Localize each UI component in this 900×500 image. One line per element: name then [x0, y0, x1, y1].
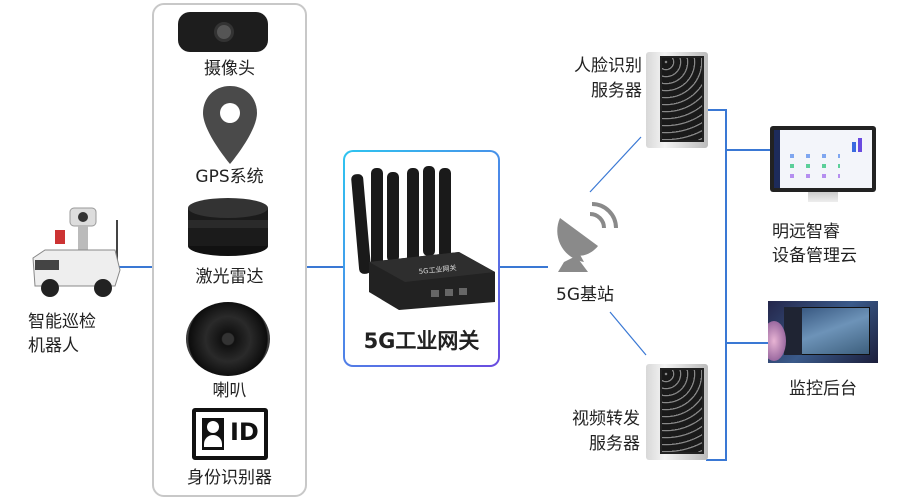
monitoring-label: 监控后台 [789, 379, 857, 399]
onboard-devices-panel [152, 3, 307, 497]
cloud-dashboard-monitor-image [770, 126, 876, 192]
video-server-label: 视频转发 服务器 [550, 407, 640, 457]
satellite-dish-icon [557, 202, 618, 272]
speaker-icon [186, 302, 270, 376]
inspection-robot-image [25, 200, 125, 300]
video-forwarding-server-image [646, 364, 708, 460]
device-label-speaker: 喇叭 [212, 381, 247, 401]
station-server2-line [609, 311, 647, 356]
device-label-lidar: 激光雷达 [195, 267, 264, 287]
id-card-icon: ID [192, 408, 268, 460]
gateway-device-image: 5G工业网关 [351, 166, 495, 310]
webcam-icon [178, 12, 268, 52]
face-server-label: 人脸识别 服务器 [552, 54, 642, 104]
gateway-title: 5G工业网关 [363, 329, 480, 353]
cloud-label: 明远智睿 设备管理云 [772, 220, 857, 268]
device-label-camera: 摄像头 [204, 59, 255, 79]
location-pin-icon [203, 86, 257, 164]
device-label-gps: GPS系统 [195, 167, 264, 187]
cloud-label-line2: 设备管理云 [772, 246, 857, 266]
video-server-label-line1: 视频转发 [572, 409, 640, 429]
cloud-label-line1: 明远智睿 [772, 222, 840, 242]
video-server-label-line2: 服务器 [589, 434, 640, 454]
gateway-device-print: 5G工业网关 [418, 263, 457, 276]
monitoring-backend-screenshot [768, 301, 878, 363]
station-server1-line [589, 136, 642, 193]
face-server-label-line1: 人脸识别 [574, 56, 642, 76]
robot-label-line1: 智能巡检 [28, 312, 96, 332]
device-label-id-reader: 身份识别器 [187, 468, 272, 488]
monitor-stand [808, 192, 838, 202]
lidar-icon [188, 198, 268, 256]
server-bracket-line [706, 109, 727, 461]
robot-label-line2: 机器人 [28, 336, 79, 356]
face-recognition-server-image [646, 52, 708, 148]
robot-label: 智能巡检 机器人 [28, 310, 96, 358]
gateway-card: 5G工业网关 5G工业网关 [343, 150, 500, 367]
face-server-label-line2: 服务器 [591, 81, 642, 101]
base-station-label: 5G基站 [556, 285, 614, 305]
id-icon-text: ID [230, 418, 259, 446]
